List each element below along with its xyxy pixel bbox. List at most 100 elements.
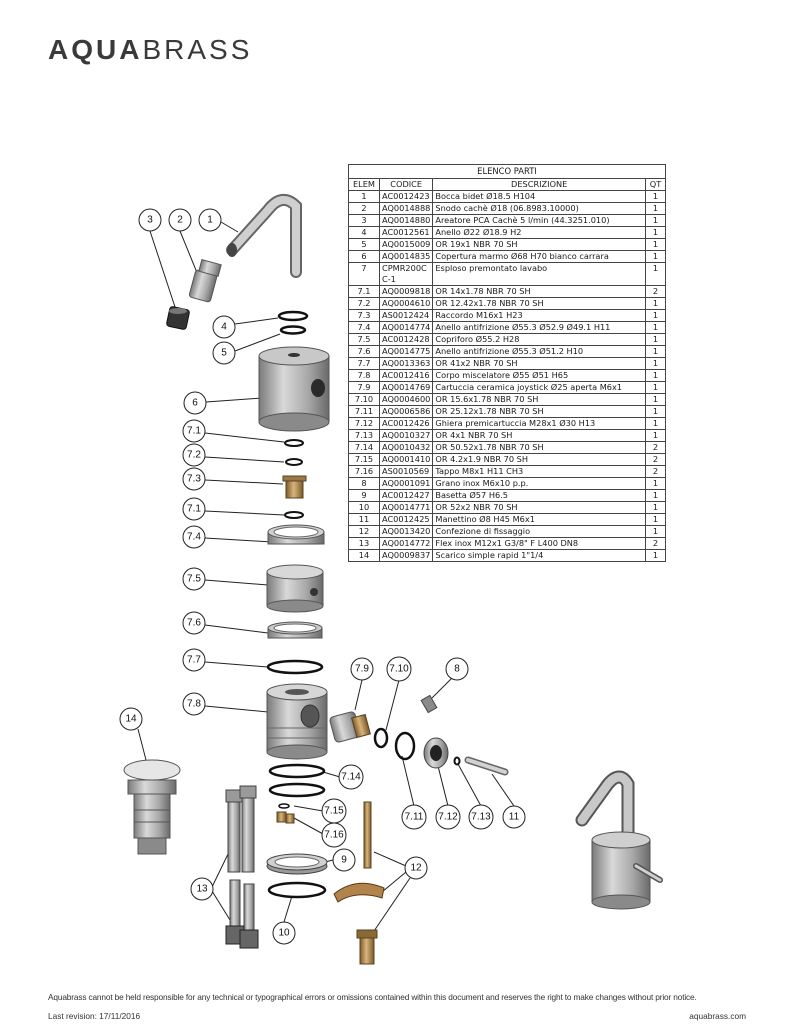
callout-14: 14 <box>119 707 143 731</box>
aerator-part-3 <box>166 306 190 330</box>
cell-elem: 11 <box>348 513 380 526</box>
cell-code: AC0012427 <box>378 489 434 502</box>
callout-7-16: 7.16 <box>321 822 347 848</box>
cell-description: OR 12.42x1.78 NBR 70 SH <box>432 297 646 310</box>
base-part-9 <box>266 853 328 875</box>
callout-7-6: 7.6 <box>182 611 206 635</box>
cell-quantity: 1 <box>645 489 666 502</box>
cell-code: AC0012416 <box>378 369 434 382</box>
cell-code: AC0012561 <box>378 226 434 239</box>
callout-7-2: 7.2 <box>182 443 206 467</box>
cell-description: OR 14x1.78 NBR 70 SH <box>432 285 646 298</box>
cell-elem: 7.1 <box>348 285 380 298</box>
cell-quantity: 2 <box>645 441 666 454</box>
parts-list-table: ELENCO PARTI ELEM CODICE DESCRIZIONE QT … <box>348 164 666 562</box>
callout-label: 14 <box>125 714 137 725</box>
o-ring-part-5 <box>279 325 307 335</box>
callout-label: 7.10 <box>389 664 409 675</box>
cell-quantity: 1 <box>645 393 666 406</box>
cell-elem: 13 <box>348 537 380 550</box>
cell-code: AS0010569 <box>378 465 434 478</box>
callout-label: 7.4 <box>187 532 201 543</box>
cell-description: Copertura marmo Ø68 H70 bianco carrara <box>432 250 646 263</box>
cell-code: AC0012425 <box>378 513 434 526</box>
callout-circle <box>168 208 192 232</box>
cell-quantity: 1 <box>645 525 666 538</box>
cell-elem: 8 <box>348 477 380 490</box>
callout-label: 6 <box>192 398 198 409</box>
cell-elem: 9 <box>348 489 380 502</box>
cell-quantity: 1 <box>645 513 666 526</box>
header-quantity: QT <box>645 178 666 191</box>
callout-label: 9 <box>341 855 347 866</box>
cell-code: AC0012423 <box>378 190 434 203</box>
cell-description: Raccordo M16x1 H23 <box>432 309 646 322</box>
callout-label: 12 <box>410 863 422 874</box>
cell-elem: 7.15 <box>348 453 380 466</box>
cell-quantity: 1 <box>645 309 666 322</box>
callout-label: 7.14 <box>341 772 361 783</box>
o-ring-part-7-2 <box>285 458 303 466</box>
flex-hoses-part-13 <box>225 785 259 949</box>
marble-cover-part-6 <box>258 346 330 432</box>
o-ring-part-10 <box>267 881 327 899</box>
lever-part-11 <box>464 756 509 776</box>
callout-label: 7.16 <box>324 830 344 841</box>
cell-quantity: 1 <box>645 214 666 227</box>
callout-label: 7.1 <box>187 426 201 437</box>
o-ring-part-7-14b <box>268 782 326 798</box>
cell-quantity: 1 <box>645 501 666 514</box>
callout-7-1: 7.1 <box>182 497 206 521</box>
cell-description: OR 4x1 NBR 70 SH <box>432 429 646 442</box>
cell-code: CPMR200CC-1 <box>378 262 434 286</box>
cell-code: AQ0004610 <box>378 297 434 310</box>
callout-circle <box>182 525 206 549</box>
callout-7-3: 7.3 <box>182 467 206 491</box>
cell-code: AQ0014774 <box>378 321 434 334</box>
cell-elem: 5 <box>348 238 380 251</box>
plug-part-7-16 <box>276 811 295 824</box>
cell-description: Ghiera premicartuccia M28x1 Ø30 H13 <box>432 417 646 430</box>
callout-circle <box>212 341 236 365</box>
cell-description: Anello antifrizione Ø55.3 Ø51.2 H10 <box>432 345 646 358</box>
cell-elem: 7.7 <box>348 357 380 370</box>
cell-elem: 7.8 <box>348 369 380 382</box>
cell-elem: 7.10 <box>348 393 380 406</box>
website-link[interactable]: aquabrass.com <box>689 1011 746 1021</box>
ring-nut-part-7-12 <box>423 737 449 769</box>
cell-quantity: 1 <box>645 549 666 562</box>
cell-elem: 7.2 <box>348 297 380 310</box>
cell-quantity: 1 <box>645 345 666 358</box>
cell-quantity: 1 <box>645 405 666 418</box>
cell-elem: 14 <box>348 549 380 562</box>
cell-elem: 4 <box>348 226 380 239</box>
cell-quantity: 2 <box>645 537 666 550</box>
cell-code: AQ0014775 <box>378 345 434 358</box>
cell-quantity: 1 <box>645 262 666 286</box>
cell-quantity: 1 <box>645 417 666 430</box>
callout-label: 7.15 <box>324 806 344 817</box>
cell-quantity: 1 <box>645 190 666 203</box>
o-ring-part-7-1b <box>284 511 304 519</box>
cell-quantity: 1 <box>645 202 666 215</box>
revision-date: Last revision: 17/11/2016 <box>48 1011 141 1021</box>
callout-label: 7.3 <box>187 474 201 485</box>
cell-elem: 7.5 <box>348 333 380 346</box>
fitting-part-7-3 <box>282 475 307 499</box>
cell-code: AQ0001091 <box>378 477 434 490</box>
cell-quantity: 1 <box>645 238 666 251</box>
cell-elem: 10 <box>348 501 380 514</box>
